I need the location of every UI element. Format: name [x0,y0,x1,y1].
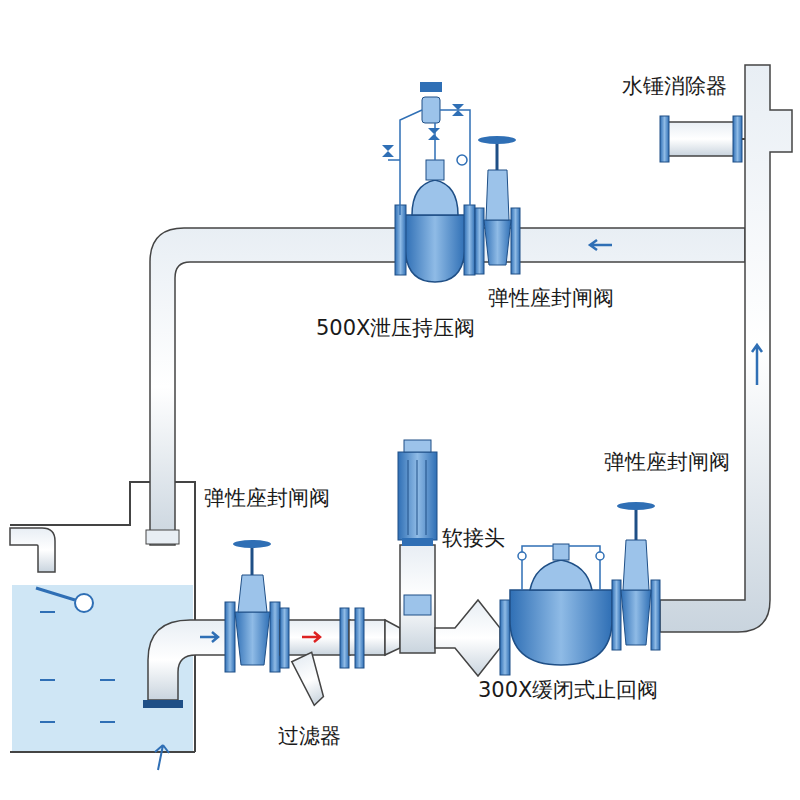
flange [355,608,364,668]
gate-valve [612,502,660,650]
pipe [349,620,385,655]
inflow-arrow [155,745,169,770]
pump [398,440,437,653]
pipe-end [146,530,179,544]
flow-arrow [752,345,762,385]
gate-valve [475,136,520,274]
part-label: 水锤消除器 [622,74,727,99]
water-hammer-arrestor [660,116,745,162]
float-ball [75,594,93,612]
float-arm [36,588,75,600]
gate-valve [225,540,280,672]
riser-pipe [660,65,792,632]
inlet-pipe [10,528,55,572]
reducer [385,620,400,655]
relief-valve [382,82,475,282]
flange [500,600,510,675]
water-tank [10,482,232,770]
part-label: 弹性座封闸阀 [204,486,330,511]
bell-mouth [143,700,183,708]
flow-arrow [200,632,218,642]
flow-arrow [590,240,612,250]
flexible-joint [435,600,500,676]
water-marks [40,612,115,722]
part-label: 弹性座封闸阀 [488,286,614,311]
strainer [280,608,350,706]
part-label: 软接头 [442,526,505,551]
suction-pipe [148,620,232,700]
part-label: 弹性座封闸阀 [604,450,730,475]
check-valve [510,544,612,665]
part-label: 500X泄压持压阀 [316,316,475,341]
part-label: 300X缓闭式止回阀 [478,678,658,703]
part-label: 过滤器 [278,724,341,749]
